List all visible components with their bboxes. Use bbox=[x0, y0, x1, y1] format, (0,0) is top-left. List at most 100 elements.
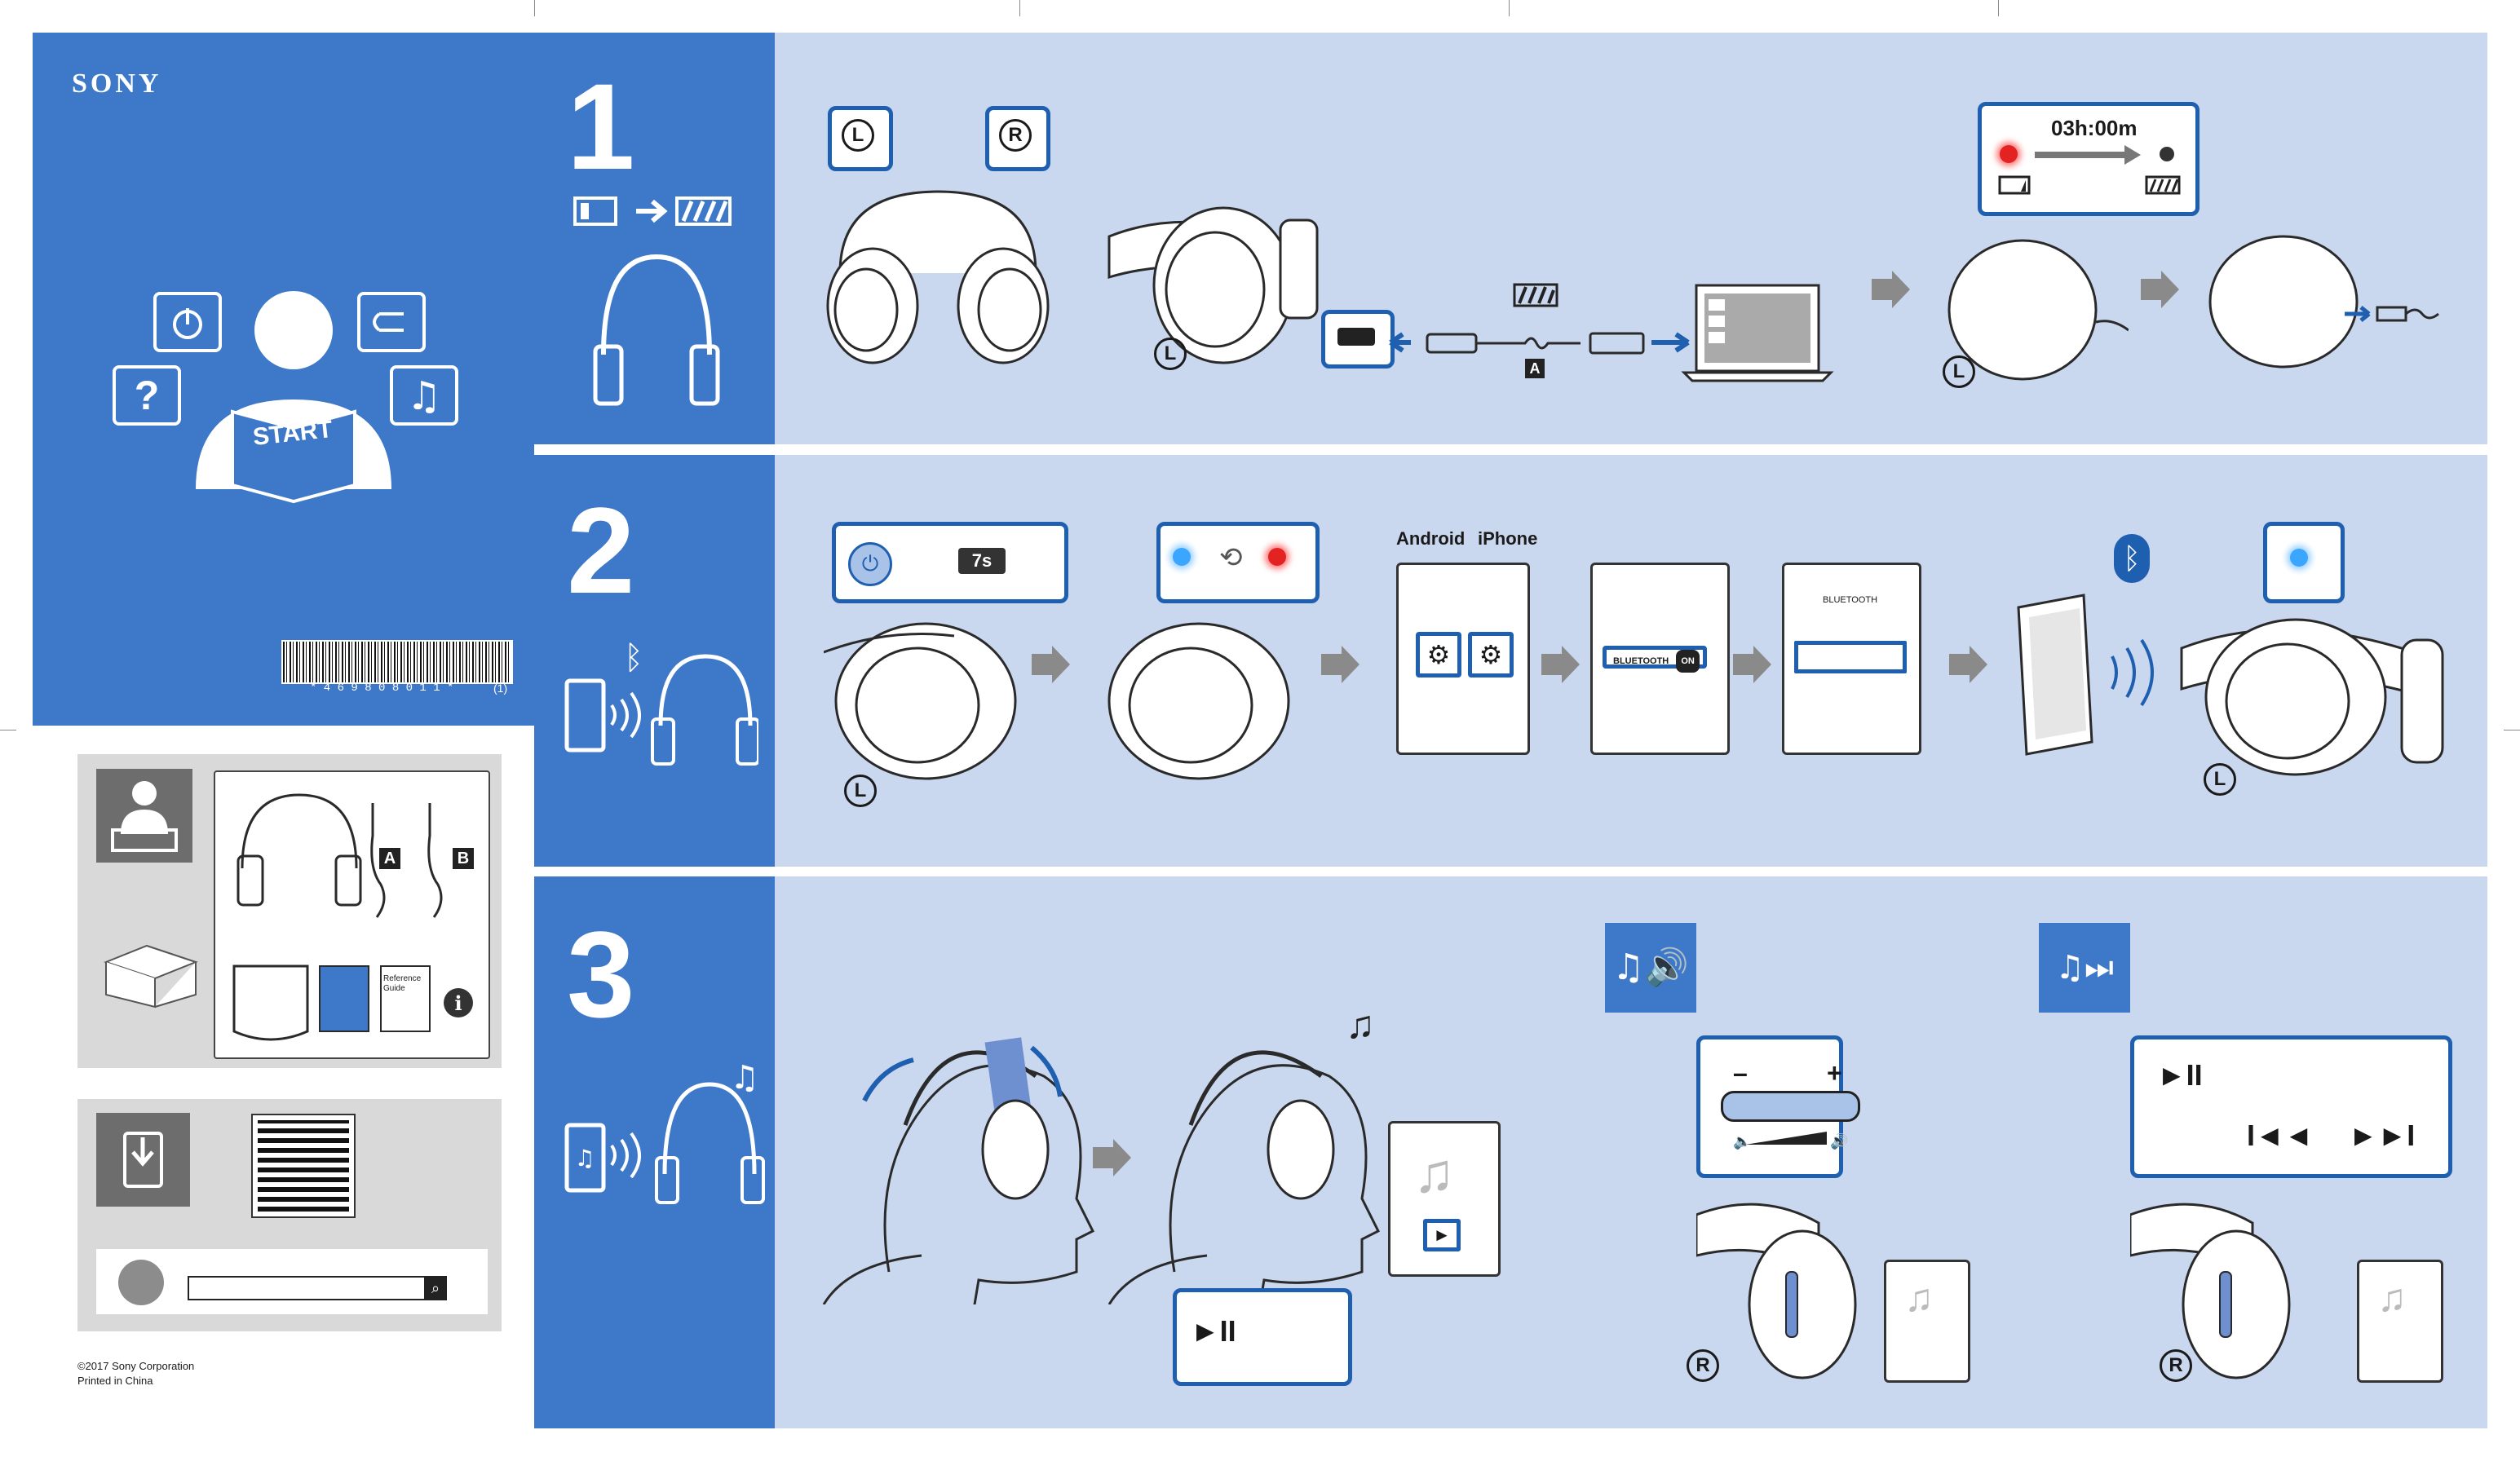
full-battery-small-icon bbox=[2145, 175, 2182, 196]
previous-track-icon: I◄◄ bbox=[2247, 1119, 2313, 1153]
timer-label: 03h:00m bbox=[2051, 116, 2138, 141]
step2-number: 2 bbox=[567, 489, 634, 611]
left-marker: L bbox=[842, 119, 874, 152]
barcode-suffix: (1) bbox=[493, 682, 507, 695]
gray-arrow bbox=[1872, 269, 1912, 310]
phone-bluetooth-icon: ᛒ bbox=[563, 628, 758, 766]
svg-text:🔊: 🔊 bbox=[1830, 1132, 1848, 1150]
crop-mark bbox=[1509, 0, 1510, 16]
music-notes-icon: ♫ bbox=[1346, 1003, 1375, 1048]
usb-port-icon bbox=[1337, 328, 1375, 346]
qr-code[interactable] bbox=[253, 1115, 354, 1216]
play-pause-track-icon: ►II bbox=[2157, 1058, 2203, 1092]
next-track-icon: ►►I bbox=[2349, 1119, 2415, 1153]
track-mode-badge: ♫⏭ bbox=[2039, 923, 2130, 1013]
left-marker-side: L bbox=[1154, 338, 1187, 370]
printed-in: Printed in China bbox=[77, 1375, 153, 1387]
crop-mark bbox=[1998, 0, 1999, 16]
gray-arrow bbox=[2141, 269, 2182, 310]
headphones-connected bbox=[2173, 607, 2451, 779]
headphones-front bbox=[816, 175, 1060, 371]
search-input[interactable] bbox=[188, 1276, 427, 1300]
earcup-led bbox=[1097, 611, 1301, 783]
svg-text:♫: ♫ bbox=[730, 1059, 759, 1097]
gray-arrow bbox=[1949, 644, 1990, 685]
earcup-unplug bbox=[2194, 232, 2455, 371]
alternate-icon: ⟲ bbox=[1219, 541, 1243, 574]
volume-touch-strip[interactable] bbox=[1721, 1091, 1860, 1122]
volume-minus: – bbox=[1733, 1058, 1748, 1088]
phone-connected bbox=[2014, 591, 2161, 770]
headphones-app-icon[interactable] bbox=[118, 1260, 164, 1305]
play-pause-icon[interactable]: ►II bbox=[1191, 1314, 1236, 1348]
phone-music-icon: ♫ ♫ bbox=[563, 1044, 767, 1207]
bluetooth-icon: ᛒ bbox=[2114, 534, 2150, 583]
reference-guide-label: Reference Guide bbox=[383, 974, 428, 994]
left-marker-charging: L bbox=[1943, 355, 1975, 388]
head-playing bbox=[1101, 1011, 1411, 1304]
iphone-settings-icon[interactable]: ⚙ bbox=[1468, 632, 1514, 678]
earcup-touch-volume bbox=[1696, 1198, 1859, 1386]
headphones-side-charging bbox=[1101, 188, 1346, 375]
barcode-number: * 4 6 9 8 0 8 0 1 1 * bbox=[310, 682, 453, 695]
volume-plus: + bbox=[1827, 1058, 1842, 1088]
device-list-item[interactable] bbox=[1794, 641, 1907, 673]
svg-text:?: ? bbox=[135, 373, 160, 418]
earcup-power bbox=[824, 611, 1028, 783]
music-note-large-icon: ♫ bbox=[1413, 1141, 1455, 1205]
download-icon-box bbox=[96, 1113, 190, 1207]
left-marker-connected: L bbox=[2204, 763, 2236, 796]
battery-charge-icon bbox=[571, 192, 742, 232]
volume-mode-badge: ♫🔊 bbox=[1605, 923, 1696, 1013]
music-note-track-icon: ♫ bbox=[2377, 1276, 2407, 1321]
bluetooth-toggle[interactable]: BLUETOOTH ON bbox=[1603, 646, 1707, 669]
right-marker-volume: R bbox=[1687, 1349, 1719, 1382]
unbox-icon-box bbox=[96, 769, 192, 863]
right-marker-track: R bbox=[2160, 1349, 2192, 1382]
svg-text:♫: ♫ bbox=[574, 1145, 595, 1172]
hold-time-badge: 7s bbox=[958, 548, 1006, 574]
full-battery-icon bbox=[1513, 281, 1562, 309]
barcode bbox=[281, 640, 513, 684]
hold-time-label: 7s bbox=[972, 550, 992, 571]
laptop bbox=[1680, 281, 1843, 383]
earcup-touch-track bbox=[2130, 1198, 2293, 1386]
bluetooth-screen-title: BLUETOOTH bbox=[1823, 595, 1877, 605]
volume-level-icon: 🔈🔊 bbox=[1729, 1123, 1851, 1153]
right-marker: R bbox=[999, 119, 1032, 152]
music-note-volume-icon: ♫ bbox=[1904, 1276, 1934, 1321]
svg-text:i: i bbox=[454, 991, 462, 1015]
cable-a-tag: A bbox=[379, 848, 400, 869]
gray-arrow bbox=[1733, 644, 1774, 685]
track-callout bbox=[2130, 1035, 2452, 1178]
box-icon bbox=[90, 938, 212, 1011]
bluetooth-toggle-label: BLUETOOTH bbox=[1613, 656, 1669, 666]
brand-logo: SONY bbox=[72, 68, 161, 99]
download-icon bbox=[96, 1113, 190, 1207]
step3-number: 3 bbox=[567, 913, 634, 1035]
svg-text:♫: ♫ bbox=[406, 373, 441, 419]
svg-text:🔈: 🔈 bbox=[1733, 1133, 1751, 1150]
contents-illustration: i bbox=[222, 779, 483, 1048]
low-battery-icon bbox=[1998, 175, 2032, 196]
blue-led-connected-icon bbox=[2290, 549, 2308, 567]
gray-arrow bbox=[1541, 644, 1582, 685]
android-label: Android bbox=[1396, 528, 1465, 550]
unbox-icon bbox=[96, 769, 192, 863]
usb-cable bbox=[1386, 322, 1696, 363]
player-play-button[interactable]: ► bbox=[1423, 1219, 1461, 1251]
progress-arrow bbox=[2035, 145, 2149, 165]
cable-a-label: A bbox=[1525, 359, 1545, 378]
crop-mark bbox=[534, 0, 535, 16]
android-settings-icon[interactable]: ⚙ bbox=[1416, 632, 1461, 678]
off-led-icon bbox=[2160, 147, 2174, 161]
blue-led-icon bbox=[1173, 548, 1191, 566]
bluetooth-on-switch[interactable]: ON bbox=[1676, 650, 1700, 673]
copyright: ©2017 Sony Corporation bbox=[77, 1360, 194, 1372]
search-icon[interactable]: ⌕ bbox=[424, 1276, 447, 1300]
step1-number: 1 bbox=[567, 65, 634, 188]
power-button-icon[interactable]: ⏻ bbox=[848, 542, 892, 586]
red-led-icon bbox=[2000, 145, 2018, 163]
svg-text:ᛒ: ᛒ bbox=[624, 639, 643, 677]
gray-arrow bbox=[1032, 644, 1072, 685]
